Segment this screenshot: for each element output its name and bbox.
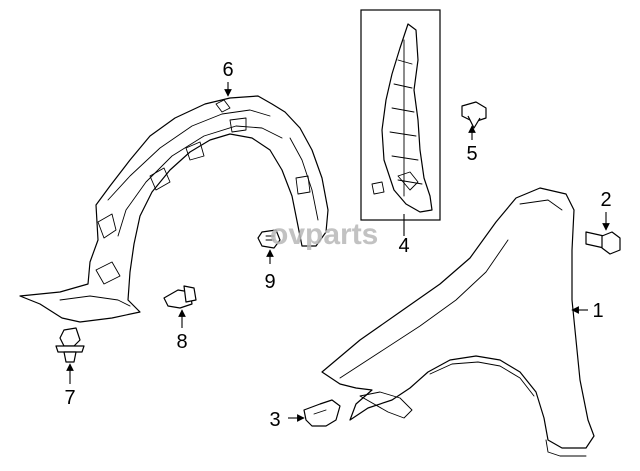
callout-2: 2 xyxy=(600,189,611,211)
part-4-frame xyxy=(360,9,441,221)
clip-5 xyxy=(461,101,487,129)
fender-bolt xyxy=(585,231,621,255)
callout-9: 9 xyxy=(264,271,275,293)
callout-4: 4 xyxy=(398,235,409,257)
watermark-text: ovparts xyxy=(270,218,378,251)
callout-7: 7 xyxy=(64,387,75,409)
clip-9 xyxy=(257,229,281,249)
clip-8 xyxy=(163,285,197,309)
callout-5: 5 xyxy=(466,143,477,165)
callout-1: 1 xyxy=(592,300,603,322)
bracket-3 xyxy=(303,399,341,427)
callout-6: 6 xyxy=(222,59,233,81)
fender-liner xyxy=(19,95,329,323)
callout-3: 3 xyxy=(269,409,280,431)
front-fender xyxy=(321,187,595,457)
fender-bracket xyxy=(371,23,433,213)
clip-7 xyxy=(55,327,85,363)
callout-8: 8 xyxy=(176,331,187,353)
